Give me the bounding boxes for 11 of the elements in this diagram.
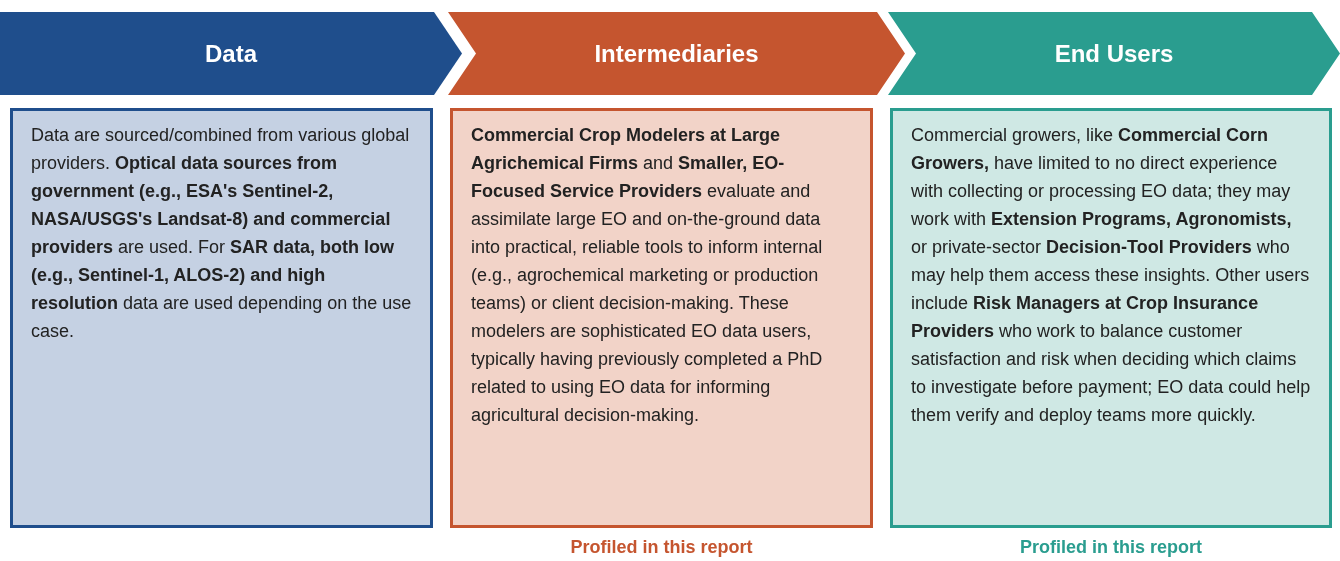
header-title: End Users: [1054, 38, 1174, 69]
profiled-note: Profiled in this report: [1020, 536, 1202, 558]
header-title: Data: [205, 38, 257, 69]
header-title: Intermediaries: [594, 38, 759, 69]
description-text: Commercial growers, like Commercial Corn Growers, have limited to no direct experience with collecting or processing EO data; they may work with Extension Programs, Agronomists, or private-sector Decision-Tool Providers who may help them access these insights. Other users include Risk Managers at Crop Insurance Providers who work to balance customer satisfaction and risk when deciding which claims to investigate before payment; EO data could help them verify and deploy teams more quickly.: [911, 124, 1311, 427]
description-text: Commercial Crop Modelers at Large Agrichemical Firms and Smaller, EO-Focused Service Providers evaluate and assimilate large EO and on-the-ground data into practical, reliable tools to inform internal (e.g., agrochemical marketing or production teams) or client decision-making. These modelers are sophisticated EO data users, typically having previously completed a PhD related to using EO data for informing agricultural decision-making.: [471, 124, 824, 427]
text-panel: [890, 108, 1332, 528]
text-panel: [10, 108, 433, 528]
description-text: Data are sourced/combined from various global providers. Optical data sources from government (e.g., ESA's Sentinel-2, NASA/USGS's Landsat-8) and commercial providers are used. For SAR data, both low (e.g., Sentinel-1, ALOS-2) and high resolution data are used depending on the use case.: [31, 124, 412, 343]
text-panel: [450, 108, 873, 528]
profiled-note: Profiled in this report: [570, 536, 753, 558]
